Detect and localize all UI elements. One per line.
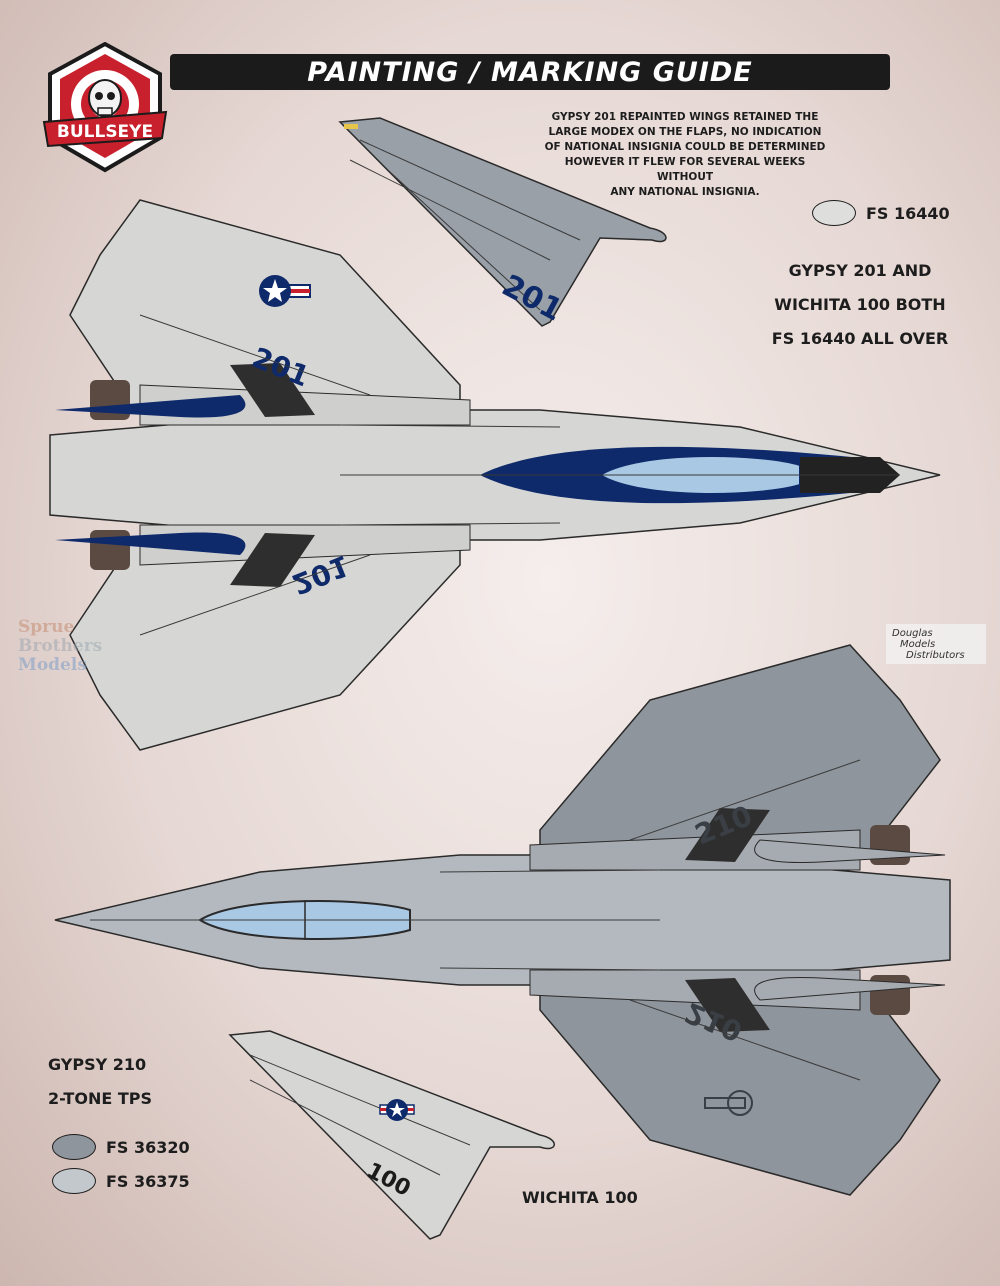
swatch-label: FS 36320 [106,1137,190,1157]
swatch-label: FS 36375 [106,1171,190,1191]
lowvis-insignia-icon [704,1090,753,1116]
aircraft-top-view-201: 201 201 [49,199,941,751]
scheme-line: WICHITA 100 BOTH [774,295,946,314]
note-line: OF NATIONAL INSIGNIA COULD BE DETERMINED [544,141,826,153]
note-line: LARGE MODEX ON THE FLAPS, NO INDICATION [548,126,822,138]
swatch-fs36320: FS 36320 [52,1134,190,1160]
separate-wing-wichita-100: 100 [228,1030,555,1240]
wing-note: GYPSY 201 REPAINTED WINGS RETAINED THE L… [535,110,835,200]
swatch-fs16440: FS 16440 [812,200,950,226]
swatch-fs36375: FS 36375 [52,1168,190,1194]
page-title: PAINTING / MARKING GUIDE [307,56,753,88]
note-line: HOWEVER IT FLEW FOR SEVERAL WEEKS WITHOU… [564,156,806,183]
watermark-line: Models [18,655,87,674]
top-scheme-description: GYPSY 201 AND WICHITA 100 BOTH FS 16440 … [760,254,960,356]
watermark-line: Models [900,639,935,650]
watermark-line: Douglas [892,628,933,639]
scheme-line: GYPSY 210 [48,1055,147,1074]
watermark-sprue-brothers: Sprue Brothers Models [18,617,102,674]
national-insignia-icon [259,275,311,307]
watermark-line: Brothers [18,636,102,656]
bottom-scheme-description: GYPSY 210 2-TONE TPS [48,1048,152,1116]
color-swatch [52,1134,96,1160]
title-banner: PAINTING / MARKING GUIDE [170,54,890,90]
note-line: GYPSY 201 REPAINTED WINGS RETAINED THE [551,111,819,123]
logo-text: BULLSEYE [57,122,153,142]
watermark-line: Distributors [906,650,965,661]
wichita-label: WICHITA 100 [522,1188,638,1207]
watermark-douglas-models: Douglas Models Distributors [886,624,986,664]
watermark-line: Sprue [18,617,74,637]
scheme-line: GYPSY 201 AND [788,261,932,280]
color-swatch [52,1168,96,1194]
scheme-line: FS 16440 ALL OVER [771,329,949,348]
swatch-label: FS 16440 [866,203,950,223]
color-swatch [812,200,856,226]
national-insignia-icon [379,1099,415,1121]
bullseye-logo: BULLSEYE [40,42,170,174]
note-line: ANY NATIONAL INSIGNIA. [610,186,760,198]
aircraft-top-view-210: 210 210 [54,644,951,1196]
separate-wing-201: 201 [338,117,667,328]
scheme-line: 2-TONE TPS [48,1089,152,1108]
